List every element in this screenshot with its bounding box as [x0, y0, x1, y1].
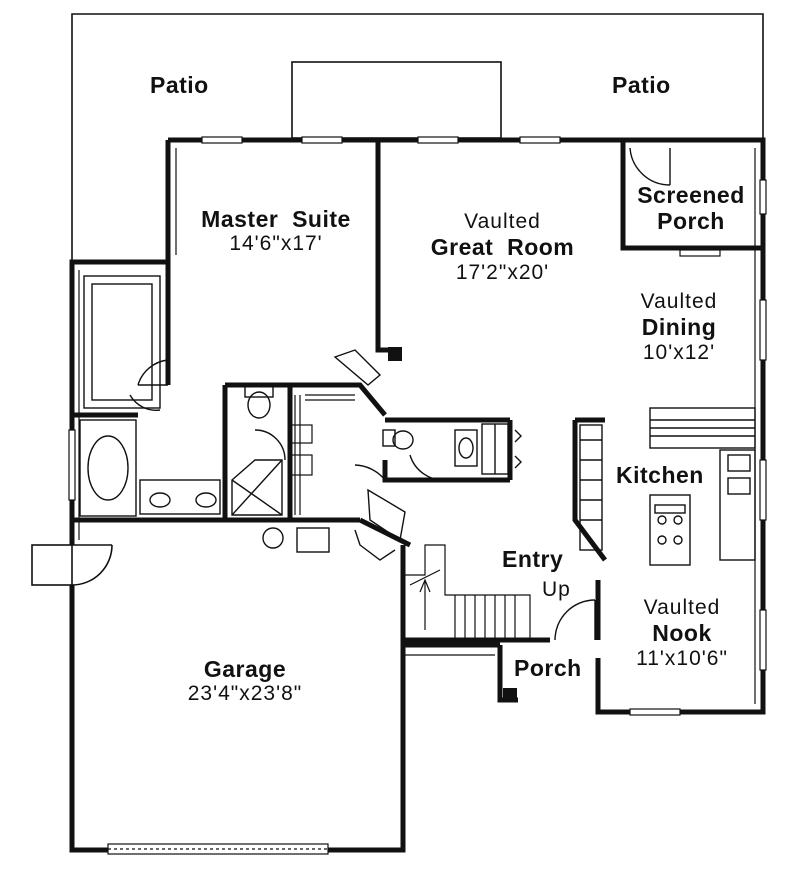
garage-side-door	[31, 544, 113, 586]
master-suite-label: Master Suite 14'6"x17'	[178, 206, 374, 257]
entry-label: Entry	[502, 546, 564, 572]
powder-room	[382, 423, 522, 481]
posts	[388, 347, 517, 702]
great-room-name: Great Room	[430, 234, 575, 261]
dining-label: Vaulted Dining 10'x12'	[612, 290, 746, 365]
screened-porch-door	[629, 147, 671, 186]
hall-doors	[354, 464, 406, 542]
nook-label: Vaulted Nook 11'x10'6"	[612, 596, 752, 671]
master-tub	[83, 275, 161, 409]
great-room-dimensions: 17'2"x20'	[455, 260, 550, 284]
garage-fixtures	[262, 527, 396, 561]
screened-porch-label: Screened Porch	[624, 182, 758, 235]
stairs	[403, 544, 531, 640]
master-doors	[129, 349, 382, 411]
garage-name: Garage	[203, 656, 287, 682]
windows	[68, 136, 767, 716]
nook-name: Nook	[652, 620, 712, 647]
garage-label: Garage 23'4"x23'8"	[145, 656, 345, 707]
dining-name: Dining	[641, 314, 717, 341]
screened-porch-line1: Screened	[637, 182, 745, 208]
master-suite-dimensions: 14'6"x17'	[229, 232, 323, 256]
dining-dimensions: 10'x12'	[642, 340, 716, 364]
great-room-label: Vaulted Great Room 17'2"x20'	[405, 210, 600, 285]
closet-shelves	[289, 394, 355, 515]
exterior-walls	[69, 137, 766, 853]
kitchen-fixtures	[579, 407, 756, 566]
stairs-up-label: Up	[542, 578, 571, 601]
dining-prefix: Vaulted	[640, 290, 718, 313]
toilet-shower	[231, 384, 286, 516]
garage-dimensions: 23'4"x23'8"	[187, 682, 303, 706]
kitchen-label: Kitchen	[616, 462, 704, 488]
garage-door	[107, 843, 329, 855]
porch-label: Porch	[514, 655, 582, 681]
patio-left-label: Patio	[150, 72, 209, 98]
nook-prefix: Vaulted	[643, 596, 721, 619]
nook-dimensions: 11'x10'6"	[636, 646, 728, 670]
master-suite-name: Master Suite	[201, 206, 351, 232]
screened-porch-line2: Porch	[657, 208, 725, 235]
great-room-prefix: Vaulted	[464, 210, 541, 233]
entry-door	[554, 599, 596, 641]
master-bath-fixtures	[79, 419, 221, 517]
patio-right-label: Patio	[612, 72, 671, 98]
